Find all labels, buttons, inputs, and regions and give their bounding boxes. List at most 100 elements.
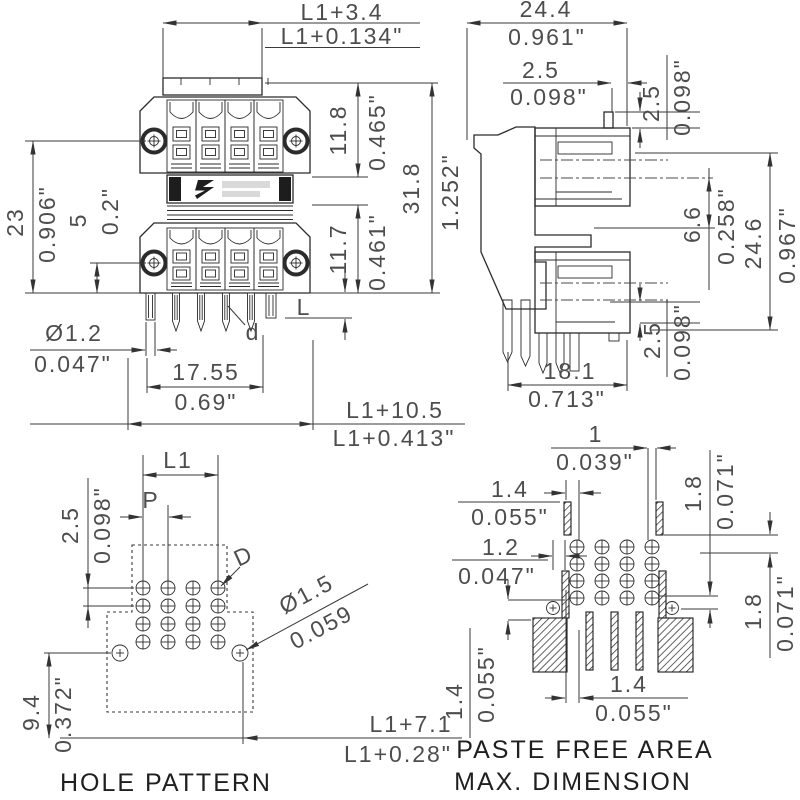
paste-gap-12-mm: 1.2: [482, 534, 520, 560]
hole-total-width-mm: L1+7.1: [370, 711, 453, 737]
paste-free-view: 1 0.039" 1.4 0.055" 1.2 0.047": [441, 421, 798, 796]
dim-front-flange-offset: 5 0.2": [65, 187, 146, 294]
dim-flange-hole-offset: 9.4 0.372": [18, 652, 111, 753]
front-width-inch: L1+0.134": [281, 23, 404, 49]
side-upper-body: [534, 111, 713, 207]
front-total-width-inch: L1+0.413": [333, 425, 456, 451]
front-pin-length-label: L: [297, 294, 312, 320]
paste-free-caption-line1: PASTE FREE AREA: [456, 736, 713, 764]
dim-front-width: L1+3.4 L1+0.134": [162, 0, 420, 78]
dim-front-total-height: 31.8 1.252": [398, 82, 463, 294]
side-width-inch: 0.961": [508, 24, 586, 50]
front-lower-height-mm: 11.7: [325, 223, 351, 274]
dim-paste-gap-1: 1 0.039": [551, 421, 676, 540]
front-top-strip: [162, 77, 263, 96]
side-lower-right-mm: 2.5: [639, 321, 665, 359]
flange-hole-left: [111, 644, 129, 662]
dim-flange-hole-dia: Ø1.5 0.059: [245, 569, 369, 654]
front-view: L1+3.4 L1+0.134" 11.8 0.465" 11.7 0.461"…: [2, 0, 465, 451]
side-upper-right-inch: 0.098": [669, 58, 695, 136]
front-flange-offset-inch: 0.2": [97, 187, 123, 235]
side-pins: [502, 299, 580, 375]
paste-gap-14-top-inch: 0.055": [471, 504, 549, 530]
side-upper-right-mm: 2.5: [638, 84, 664, 122]
paste-gap-1-mm: 1: [589, 421, 604, 447]
side-lower-right-inch: 0.098": [669, 303, 695, 381]
dim-side-center-gap: 6.6 0.258": [594, 168, 739, 290]
paste-free-caption-line2: MAX. DIMENSION: [454, 768, 692, 796]
side-view: 24.4 0.961" 2.5 0.098" 2.5 0.098" 6.6: [466, 0, 800, 412]
flange-hole-offset-mm: 9.4: [18, 693, 44, 731]
front-upper-body: [139, 96, 311, 174]
dim-hole-total-width: L1+7.1 L1+0.28": [60, 662, 462, 767]
dim-paste-gap-14-left: 1.4 0.055": [441, 580, 565, 738]
front-upper-height-mm: 11.8: [325, 104, 351, 155]
front-left-height-inch: 0.906": [34, 185, 60, 263]
hole-pitch-label: P: [142, 487, 159, 513]
paste-pad-grid: [569, 539, 660, 606]
dim-hole-pitch: P: [120, 487, 191, 581]
dim-paste-gap-14-bottom: 1.4 0.055": [545, 590, 688, 726]
fine-print-line: [222, 181, 270, 188]
flange-hole-right: [231, 644, 249, 662]
side-bottom-width-inch: 0.713": [528, 386, 606, 412]
hole-pattern-outline: [106, 544, 254, 713]
front-flange-offset-mm: 5: [65, 213, 91, 228]
dim-side-lower-right: 2.5 0.098": [610, 284, 700, 381]
front-lower-height-inch: 0.461": [364, 213, 390, 291]
dim-side-top-offset: 2.5 0.098": [503, 57, 647, 112]
hole-row-length-label: L1: [163, 447, 193, 473]
front-pin-diameter-mm: Ø1.2: [45, 320, 103, 346]
paste-gap-14-left-mm: 1.4: [441, 682, 467, 720]
hole-pattern-caption: HOLE PATTERN: [60, 769, 272, 797]
hole-d-label: D: [230, 540, 258, 571]
front-width-mm: L1+3.4: [301, 0, 384, 25]
paste-gap-12-inch: 0.047": [458, 563, 536, 589]
dim-front-upper-height: 11.8 0.465": [325, 82, 390, 178]
side-center-gap-mm: 6.6: [679, 205, 705, 243]
dim-front-pin-row-span: 17.55 0.69": [146, 335, 264, 415]
front-left-height-mm: 23: [2, 207, 28, 237]
front-flange-hole: [282, 249, 310, 277]
side-top-offset-mm: 2.5: [522, 57, 560, 83]
paste-side-hole-right: [665, 601, 679, 615]
side-total-height-mm: 24.6: [740, 217, 766, 270]
dim-side-upper-right: 2.5 0.098": [615, 55, 700, 148]
label-box-left: [169, 177, 181, 201]
side-width-mm: 24.4: [520, 0, 573, 22]
front-total-height-mm: 31.8: [398, 162, 424, 215]
dim-paste-gap-18-right: 1.8 0.071": [664, 512, 798, 658]
hole-row-spacing-inch: 0.098": [89, 486, 115, 564]
front-pin-d-label: d: [246, 319, 261, 345]
dim-paste-gap-12: 1.2 0.047": [452, 534, 587, 589]
side-bottom-width-mm: 18.1: [544, 358, 597, 384]
side-top-offset-inch: 0.098": [510, 84, 588, 110]
paste-gap-14-top-mm: 1.4: [491, 476, 529, 502]
dim-front-pin-diameter: Ø1.2 0.047": [30, 320, 177, 377]
paste-free-zones: [532, 501, 694, 673]
front-upper-height-inch: 0.465": [364, 93, 390, 171]
dim-paste-gap-14-top: 1.4 0.055": [458, 476, 601, 540]
side-center-gap-inch: 0.258": [713, 187, 739, 265]
front-total-width-mm: L1+10.5: [346, 397, 444, 423]
dim-front-left-height: 23 0.906": [2, 140, 146, 294]
dim-hole-row-length: L1: [142, 447, 219, 581]
label-front-pin-d: d: [227, 305, 261, 345]
front-flange-hole: [282, 127, 310, 155]
side-total-height-inch: 0.967": [774, 206, 800, 284]
paste-side-hole-left: [546, 601, 560, 615]
front-pin-row-span-mm: 17.55: [172, 359, 240, 385]
hole-pattern-view: L1 P 2.5 0.098" D Ø1.5 0.059: [18, 447, 462, 797]
paste-gap-14-bottom-mm: 1.4: [610, 671, 648, 697]
dim-front-lower-height: 11.7 0.461": [325, 204, 390, 294]
dim-side-bottom-width: 18.1 0.713": [507, 340, 628, 412]
side-bracket: [473, 126, 592, 310]
front-pin-diameter-inch: 0.047": [34, 351, 112, 377]
hole-total-width-inch: L1+0.28": [344, 741, 452, 767]
dim-front-pin-length: L: [285, 270, 352, 340]
front-middle-band: [166, 174, 294, 220]
dim-hole-row-spacing: 2.5 0.098": [57, 478, 134, 628]
front-pin-row-span-inch: 0.69": [175, 389, 238, 415]
dim-front-total-width: L1+10.5 L1+0.413": [30, 340, 465, 451]
